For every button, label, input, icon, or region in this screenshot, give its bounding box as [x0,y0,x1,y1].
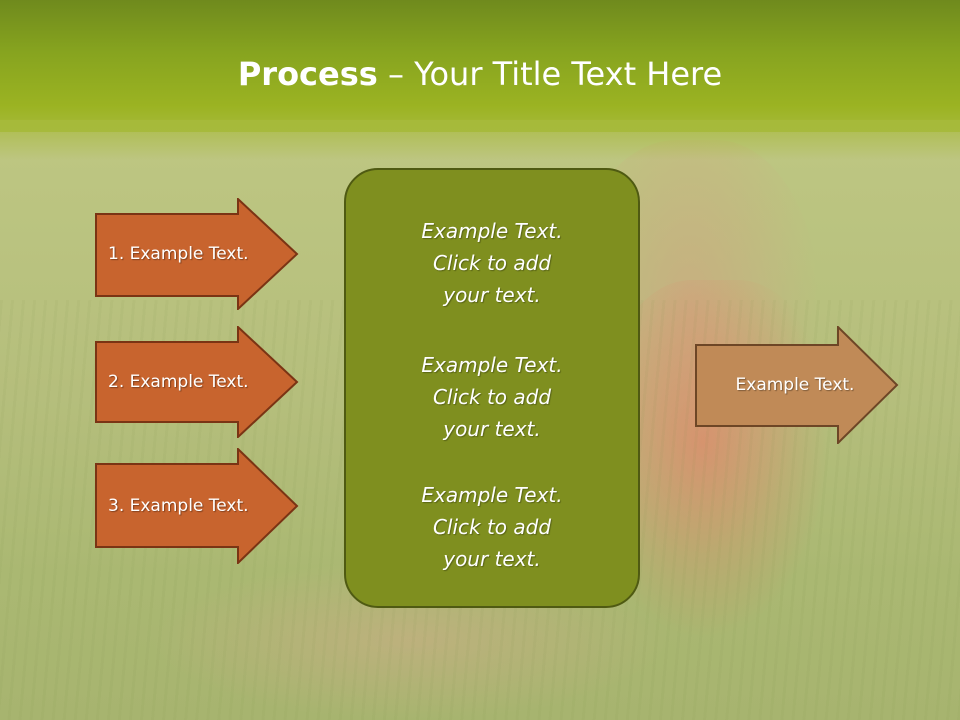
center-block-3-line1: Example Text. [421,483,563,507]
slide-title-rest: – Your Title Text Here [377,55,723,93]
left-arrow-3[interactable]: 3. Example Text. [95,448,299,564]
title-band [0,0,960,132]
center-block-2[interactable]: Example Text. Click to add your text. [346,349,638,445]
center-block-1[interactable]: Example Text. Click to add your text. [346,215,638,311]
center-block-2-line1: Example Text. [421,353,563,377]
center-block-3-line3: your text. [443,547,541,571]
center-block-3[interactable]: Example Text. Click to add your text. [346,479,638,575]
center-block-2-line2: Click to add [432,385,552,409]
left-arrow-2[interactable]: 2. Example Text. [95,326,299,438]
title-band-fade [0,120,960,160]
arrow-shape [95,326,299,438]
center-text-box[interactable]: Example Text. Click to add your text. Ex… [344,168,640,608]
center-block-1-line3: your text. [443,283,541,307]
center-block-1-line1: Example Text. [421,219,563,243]
center-block-2-line3: your text. [443,417,541,441]
slide-title-bold: Process [237,55,378,93]
arrow-shape [95,198,299,310]
arrow-shape [695,326,899,444]
right-arrow-label: Example Text. [735,375,855,395]
left-arrow-1[interactable]: 1. Example Text. [95,198,299,310]
center-block-1-line2: Click to add [432,251,552,275]
center-block-3-line2: Click to add [432,515,552,539]
left-arrow-3-label: 3. Example Text. [108,496,249,516]
arrow-shape [95,448,299,564]
left-arrow-1-label: 1. Example Text. [108,244,249,264]
right-arrow[interactable]: Example Text. [695,326,899,444]
left-arrow-2-label: 2. Example Text. [108,372,249,392]
slide-title[interactable]: Process – Your Title Text Here [0,52,960,96]
